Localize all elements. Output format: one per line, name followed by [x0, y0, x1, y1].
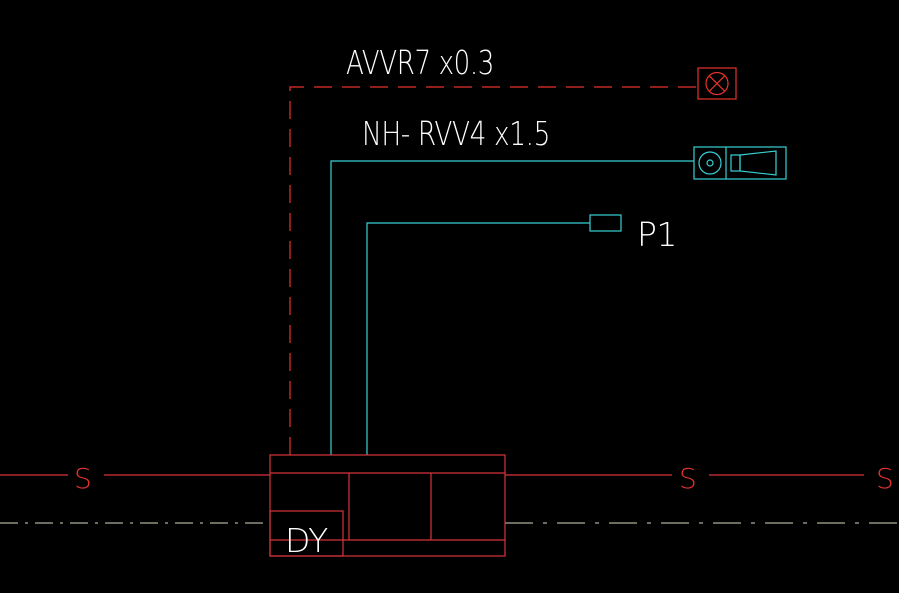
horn-speaker-icon	[693, 146, 787, 180]
box-label: DY	[285, 521, 328, 560]
s-marker-right: S	[876, 462, 893, 495]
s-marker-mid: S	[679, 462, 696, 495]
rectangle-device-icon	[589, 214, 622, 232]
cyan-cable-route	[330, 160, 694, 455]
red-cable-route	[289, 86, 698, 455]
cable-label-red: AVVR7 x0.3	[346, 43, 494, 82]
cable-label-cyan: NH- RVV4 x1.5	[362, 114, 550, 153]
cross-circle-icon	[697, 67, 737, 100]
main-box	[269, 454, 506, 557]
s-marker-left: S	[74, 462, 91, 495]
device-label-p1: P1	[637, 215, 677, 254]
